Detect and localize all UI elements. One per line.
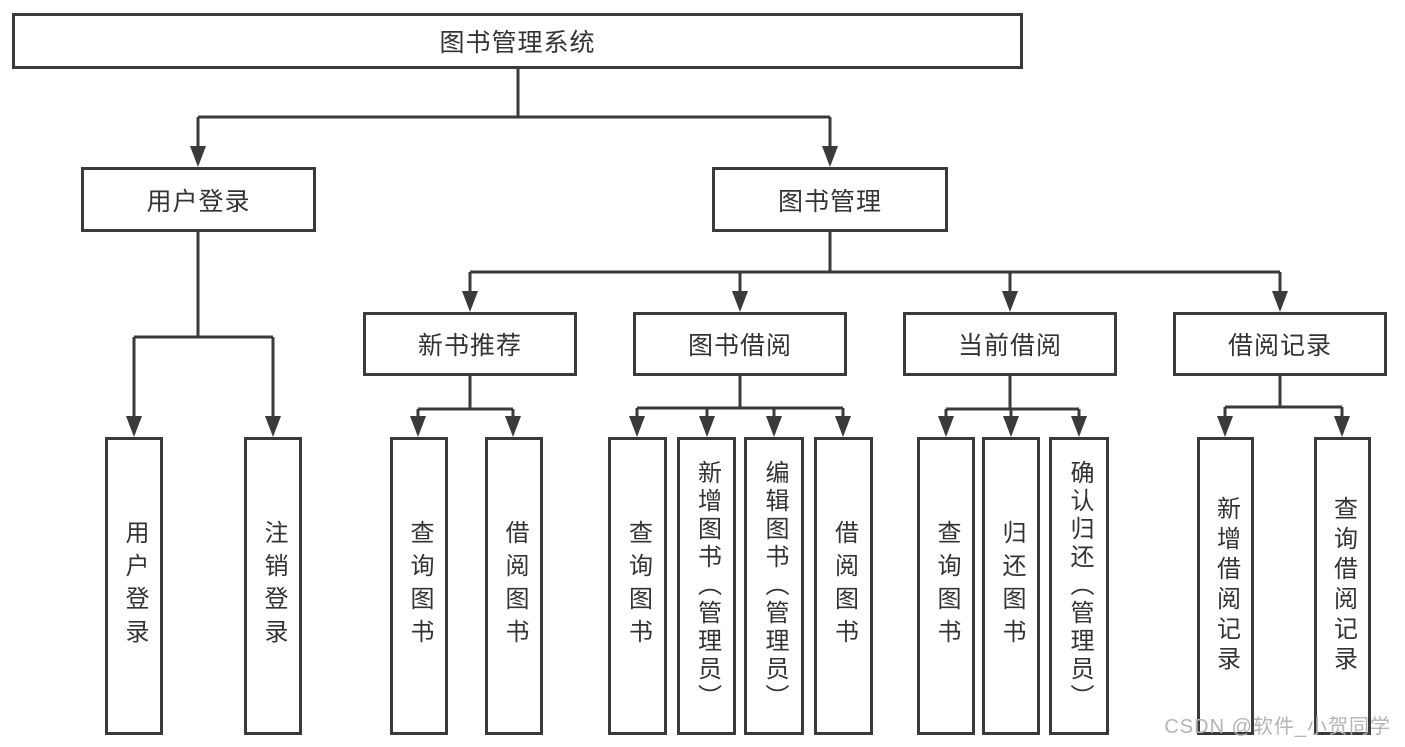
arrow-icon (732, 291, 748, 312)
arrow-icon (1002, 291, 1018, 312)
edge-new-book-split (416, 376, 515, 418)
leaf-cb-return-books-label: 归还图书 (998, 520, 1025, 652)
group-book-borrow: 图书借阅 (633, 312, 847, 376)
arrow-icon (822, 146, 838, 167)
arrow-icon (265, 416, 281, 437)
arrow-icon (938, 416, 954, 437)
group-new-book-recommend: 新书推荐 (363, 312, 577, 376)
leaf-br-add-borrow-record-label: 新增借阅记录 (1212, 496, 1240, 676)
edge-book-borrow-split (635, 376, 845, 418)
leaf-br-add-borrow-record: 新增借阅记录 (1197, 437, 1254, 735)
arrow-icon (629, 416, 645, 437)
arrow-icon (1217, 416, 1233, 437)
arrow-icon (1003, 416, 1019, 437)
group-new-book-recommend-label: 新书推荐 (417, 332, 522, 360)
group-borrow-record-label: 借阅记录 (1227, 332, 1332, 360)
root-node: 图书管理系统 (12, 13, 1023, 69)
leaf-user-login-label: 用户登录 (121, 520, 148, 652)
arrow-icon (410, 416, 426, 437)
root-node-label: 图书管理系统 (439, 29, 596, 57)
branch-user-login: 用户登录 (81, 167, 316, 232)
leaf-logout: 注销登录 (244, 437, 302, 735)
group-current-borrow-label: 当前借阅 (957, 332, 1062, 360)
leaf-bb-borrow-books: 借阅图书 (814, 437, 873, 735)
edge-user-login-split (132, 232, 275, 417)
leaf-bb-borrow-books-label: 借阅图书 (830, 520, 858, 652)
group-current-borrow: 当前借阅 (903, 312, 1117, 376)
leaf-bb-query-books-label: 查询图书 (624, 520, 652, 652)
leaf-user-login: 用户登录 (105, 437, 163, 735)
edge-root-split (196, 69, 832, 148)
leaf-nbr-borrow-books: 借阅图书 (485, 437, 543, 735)
leaf-bb-edit-books-admin: 编辑图书（管理员） (744, 437, 804, 735)
leaf-cb-return-books: 归还图书 (982, 437, 1040, 735)
arrow-icon (126, 416, 142, 437)
csdn-watermark: CSDN @软件_小贺同学 (1164, 716, 1391, 738)
arrow-icon (462, 291, 478, 312)
leaf-cb-query-books: 查询图书 (917, 437, 975, 735)
arrow-icon (699, 416, 715, 437)
leaf-nbr-query-books-label: 查询图书 (406, 520, 433, 652)
arrow-icon (505, 416, 521, 437)
edge-current-borrow-split (944, 376, 1081, 418)
branch-book-management-label: 图书管理 (777, 187, 882, 216)
edge-borrow-record-split (1223, 376, 1344, 418)
edge-book-mgmt-split (468, 232, 1282, 293)
arrow-icon (1272, 291, 1288, 312)
leaf-cb-confirm-return-admin: 确认归还（管理员） (1049, 437, 1109, 735)
leaf-cb-confirm-return-admin-label: 确认归还（管理员） (1066, 460, 1093, 712)
leaf-bb-add-books-admin-label: 新增图书（管理员） (693, 460, 721, 712)
connector-lines (132, 69, 1344, 418)
leaf-logout-label: 注销登录 (260, 520, 287, 652)
group-book-borrow-label: 图书借阅 (687, 332, 792, 360)
branch-book-management: 图书管理 (712, 167, 948, 232)
leaf-bb-query-books: 查询图书 (608, 437, 667, 735)
arrow-icon (1071, 416, 1087, 437)
leaf-cb-query-books-label: 查询图书 (933, 520, 960, 652)
leaf-nbr-borrow-books-label: 借阅图书 (501, 520, 528, 652)
arrow-icon (766, 416, 782, 437)
leaf-nbr-query-books: 查询图书 (390, 437, 448, 735)
group-borrow-record: 借阅记录 (1173, 312, 1387, 376)
arrow-icon (1334, 416, 1350, 437)
leaf-bb-add-books-admin: 新增图书（管理员） (677, 437, 736, 735)
arrow-icon (190, 146, 206, 167)
leaf-br-query-borrow-record-label: 查询借阅记录 (1329, 496, 1357, 676)
arrowheads (126, 146, 1350, 437)
arrow-icon (835, 416, 851, 437)
leaf-br-query-borrow-record: 查询借阅记录 (1314, 437, 1371, 735)
leaf-bb-edit-books-admin-label: 编辑图书（管理员） (761, 460, 788, 712)
branch-user-login-label: 用户登录 (146, 187, 251, 216)
